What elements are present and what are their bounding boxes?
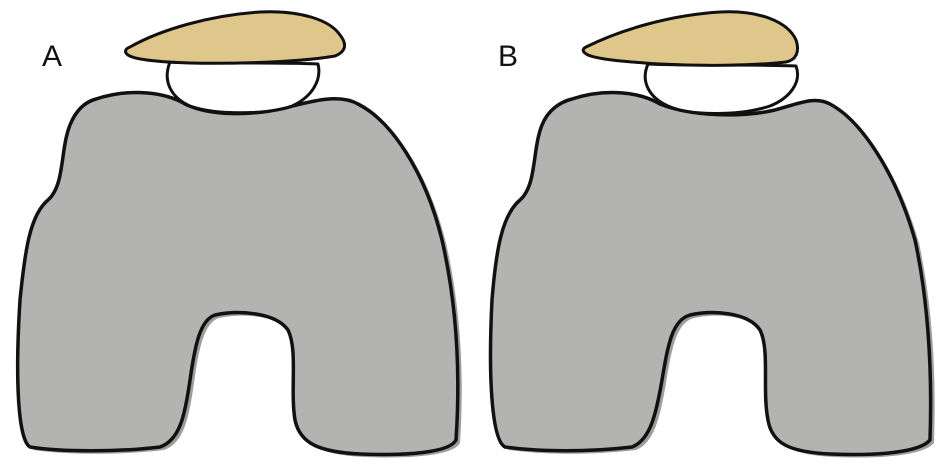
panel-b-patellar-cartilage (645, 64, 797, 114)
panel-b-patella (583, 12, 797, 66)
panel-a-patella (126, 12, 345, 63)
panel-a-patellar-cartilage (167, 62, 319, 113)
panel-b: B (491, 12, 935, 458)
panel-b-label: B (498, 40, 518, 73)
panel-a-femur (18, 93, 458, 455)
panel-b-femur (491, 93, 931, 455)
panel-a-label: A (42, 40, 62, 73)
panel-a: A (18, 12, 462, 458)
